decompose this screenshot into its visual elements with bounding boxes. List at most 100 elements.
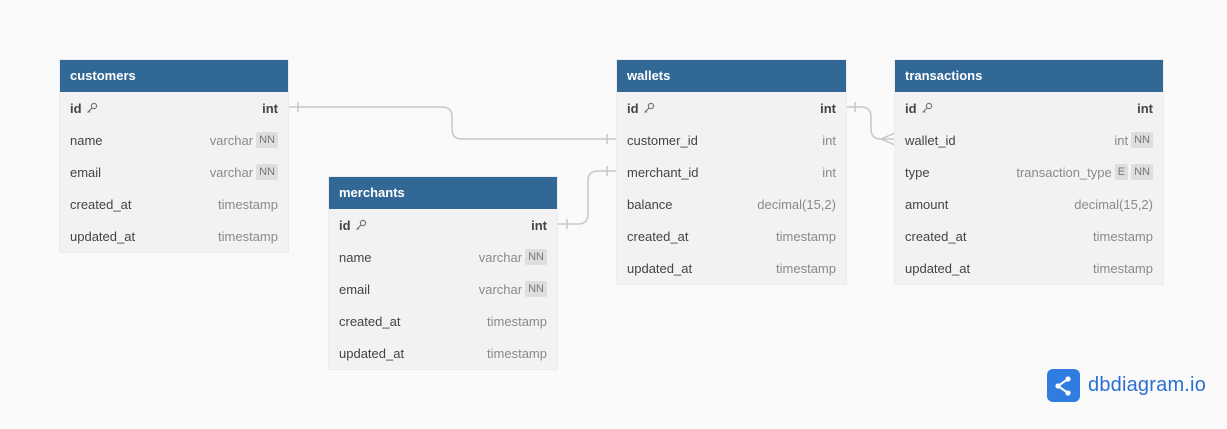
key-icon xyxy=(86,102,98,114)
table-header[interactable]: wallets xyxy=(617,60,846,92)
field-type-wrap: decimal(15,2) xyxy=(757,197,836,212)
field-type-wrap: timestamp xyxy=(218,229,278,244)
field-type-wrap: int xyxy=(262,101,278,116)
constraint-badge: NN xyxy=(525,281,547,297)
logo-text: dbdiagram.io xyxy=(1088,374,1207,396)
field-name: id xyxy=(627,100,639,116)
table-header[interactable]: transactions xyxy=(895,60,1163,92)
key-icon xyxy=(921,102,933,114)
relationship-merchants-wallets[interactable] xyxy=(557,166,617,229)
field-name: amount xyxy=(905,196,949,212)
field-name: updated_at xyxy=(905,260,971,276)
field-type-wrap: timestamp xyxy=(487,314,547,329)
field-name: created_at xyxy=(70,196,132,212)
dbdiagram-logo[interactable]: dbdiagram.io xyxy=(1047,369,1206,402)
field-type: transaction_type xyxy=(1016,164,1112,180)
constraint-badge: NN xyxy=(1131,132,1153,148)
field-row-created_at[interactable]: created_at timestamp xyxy=(60,188,288,220)
field-row-id[interactable]: id int xyxy=(617,92,846,124)
constraint-badge: NN xyxy=(256,132,278,148)
field-name: merchant_id xyxy=(627,164,699,180)
field-type: int xyxy=(820,100,836,116)
field-name: created_at xyxy=(627,228,689,244)
field-name: name xyxy=(339,249,372,265)
share-nodes-icon xyxy=(1047,369,1080,402)
relationship-customers-wallets[interactable] xyxy=(288,102,617,144)
field-type: decimal(15,2) xyxy=(757,196,836,212)
field-name: id xyxy=(70,100,82,116)
field-name: balance xyxy=(627,196,673,212)
field-name-wrap: created_at xyxy=(70,197,131,212)
field-name: type xyxy=(905,164,930,180)
field-type-wrap: int xyxy=(822,133,836,148)
field-name-wrap: wallet_id xyxy=(905,133,956,148)
field-name-wrap: created_at xyxy=(339,314,400,329)
field-type-wrap: timestamp xyxy=(487,346,547,361)
table-header[interactable]: customers xyxy=(60,60,288,92)
field-type: timestamp xyxy=(487,313,547,329)
field-name: wallet_id xyxy=(905,132,956,148)
field-name-wrap: email xyxy=(70,165,101,180)
field-name: created_at xyxy=(339,313,401,329)
key-icon xyxy=(643,102,655,114)
table-header[interactable]: merchants xyxy=(329,177,557,209)
field-row-created_at[interactable]: created_at timestamp xyxy=(617,220,846,252)
field-row-updated_at[interactable]: updated_at timestamp xyxy=(329,337,557,369)
field-name-wrap: customer_id xyxy=(627,133,698,148)
constraint-badge: NN xyxy=(256,164,278,180)
field-type-wrap: timestamp xyxy=(1093,229,1153,244)
field-name: id xyxy=(339,217,351,233)
field-type-wrap: timestamp xyxy=(1093,261,1153,276)
field-name: id xyxy=(905,100,917,116)
constraint-badge: NN xyxy=(1131,164,1153,180)
field-row-updated_at[interactable]: updated_at timestamp xyxy=(895,252,1163,284)
constraint-badge: NN xyxy=(525,249,547,265)
field-type-wrap: int xyxy=(820,101,836,116)
field-type-wrap: decimal(15,2) xyxy=(1074,197,1153,212)
field-type: timestamp xyxy=(487,345,547,361)
field-row-amount[interactable]: amount decimal(15,2) xyxy=(895,188,1163,220)
field-type: varchar xyxy=(209,132,254,148)
field-name-wrap: id xyxy=(905,101,933,116)
field-row-id[interactable]: id int xyxy=(895,92,1163,124)
field-row-id[interactable]: id int xyxy=(60,92,288,124)
field-type: int xyxy=(1137,100,1153,116)
field-name-wrap: email xyxy=(339,282,370,297)
field-row-customer_id[interactable]: customer_id int xyxy=(617,124,846,156)
field-type: varchar xyxy=(478,281,523,297)
field-row-balance[interactable]: balance decimal(15,2) xyxy=(617,188,846,220)
field-type: varchar xyxy=(478,249,523,265)
field-type: decimal(15,2) xyxy=(1074,196,1153,212)
field-name-wrap: updated_at xyxy=(339,346,404,361)
field-row-created_at[interactable]: created_at timestamp xyxy=(329,305,557,337)
field-type-wrap: timestamp xyxy=(218,197,278,212)
field-name-wrap: type xyxy=(905,165,930,180)
field-row-id[interactable]: id int xyxy=(329,209,557,241)
field-type-wrap: int xyxy=(531,218,547,233)
field-name-wrap: id xyxy=(339,218,367,233)
field-name-wrap: updated_at xyxy=(905,261,970,276)
field-type: timestamp xyxy=(776,228,836,244)
relationship-wallets-transactions[interactable] xyxy=(846,102,896,146)
